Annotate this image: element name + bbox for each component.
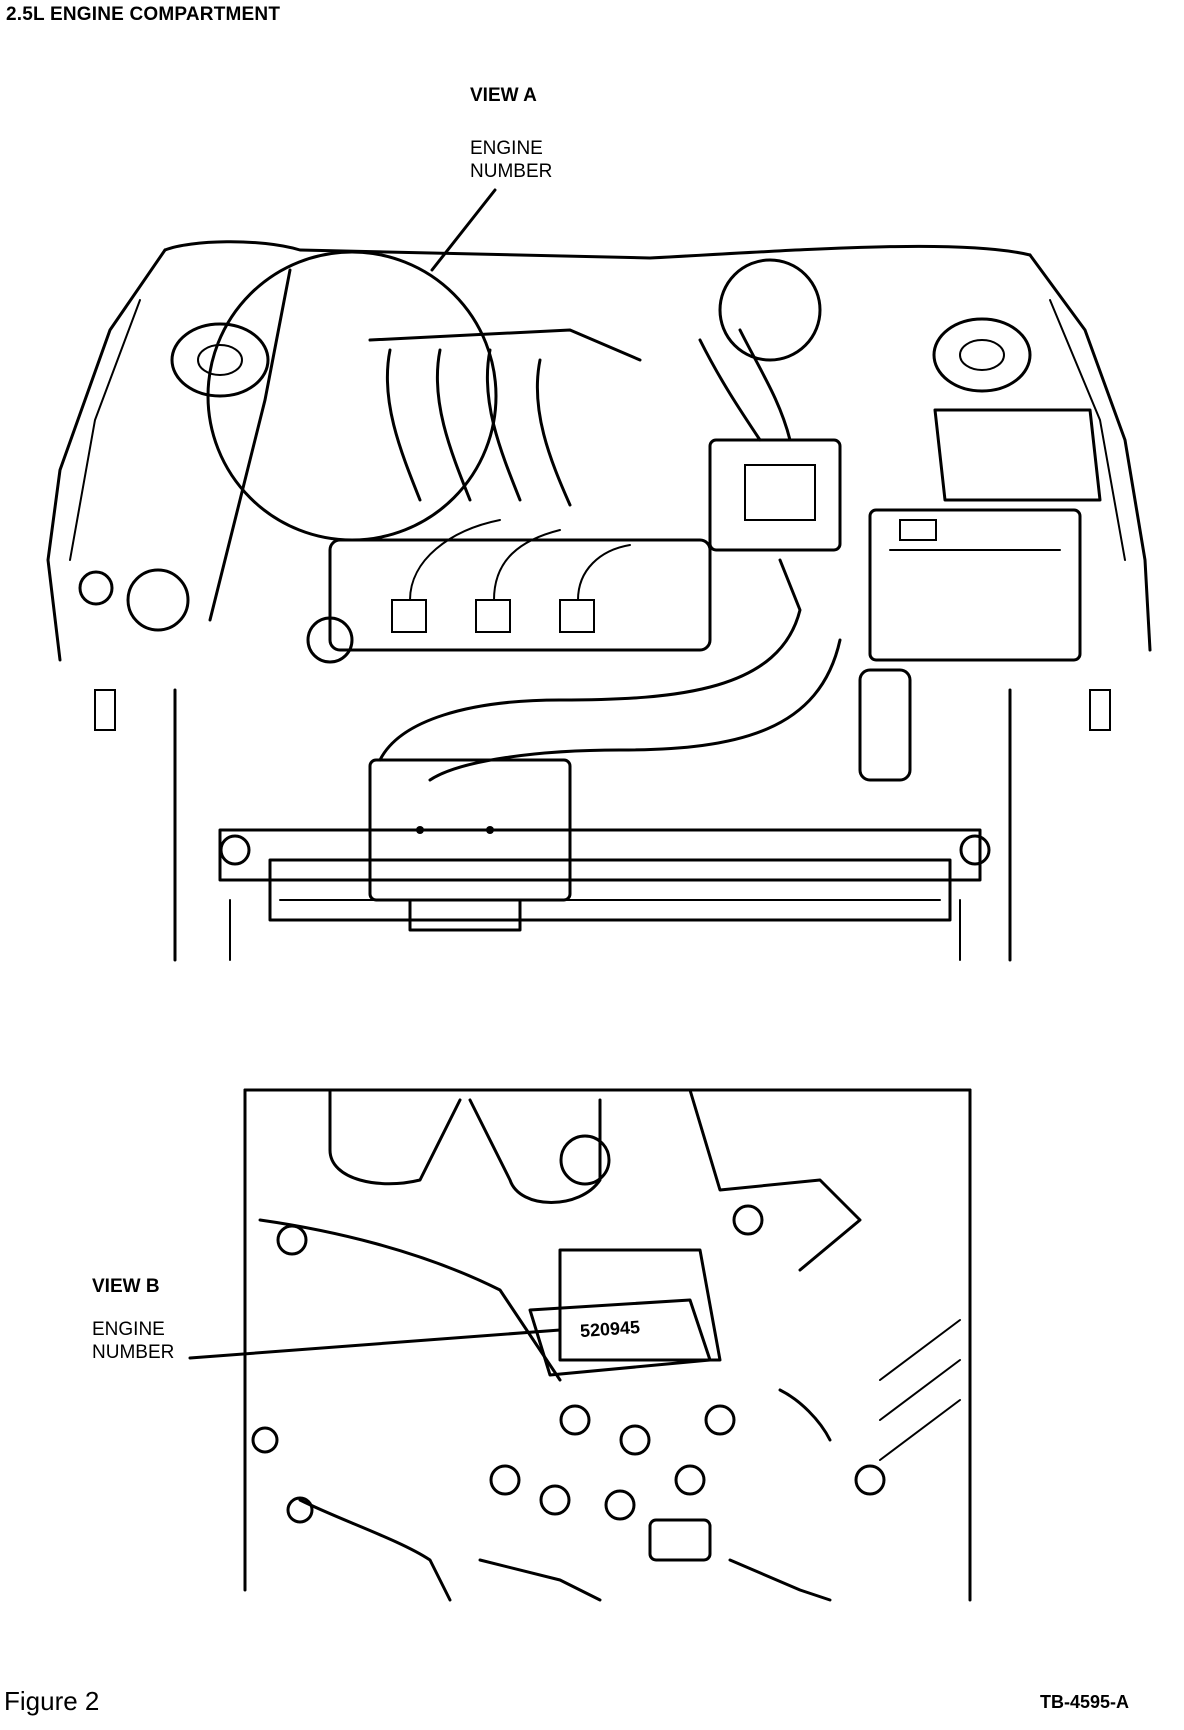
view-b-callout-line2: NUMBER — [92, 1342, 175, 1363]
view-b-callout: ENGINE NUMBER — [92, 1318, 174, 1364]
view-a-callout-line2: NUMBER — [470, 161, 553, 182]
page-title: 2.5L ENGINE COMPARTMENT — [6, 4, 281, 25]
view-a-callout-line1: ENGINE — [470, 138, 543, 159]
view-a-callout: ENGINE NUMBER — [470, 137, 552, 183]
view-a-illustration — [46, 188, 1152, 962]
view-b-illustration — [188, 1088, 972, 1602]
view-b-label: VIEW B — [92, 1276, 160, 1297]
reference-code: TB-4595-A — [1040, 1692, 1130, 1712]
engine-number-stamp: 520945 — [579, 1316, 641, 1342]
view-a-label: VIEW A — [470, 85, 537, 106]
view-b-callout-line1: ENGINE — [92, 1319, 165, 1340]
figure-label: Figure 2 — [4, 1686, 100, 1716]
